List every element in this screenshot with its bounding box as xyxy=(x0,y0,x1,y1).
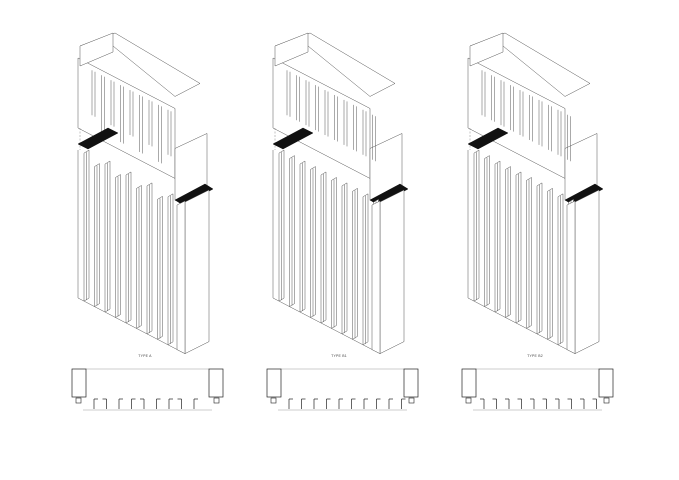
plan-section-2 xyxy=(266,368,419,411)
head-left-jamb xyxy=(79,32,114,67)
connection-plate-left xyxy=(77,127,119,150)
facade-panel-3 xyxy=(467,32,604,355)
body-end-fin xyxy=(176,200,186,355)
panel-label-type-a: TYPE A xyxy=(138,354,152,358)
facade-panel-2 xyxy=(272,32,409,355)
plan-section-1 xyxy=(71,368,224,411)
plan-bracket-right xyxy=(408,397,415,404)
connection-plate-left xyxy=(467,127,509,150)
panel-label-type-b2: TYPE B2 xyxy=(527,354,543,358)
head-left-jamb xyxy=(274,32,309,67)
body-right-side xyxy=(379,189,405,355)
plan-bracket-right xyxy=(213,397,220,404)
plan-column-right xyxy=(598,368,614,398)
plan-column-left xyxy=(266,368,282,398)
head-left-jamb xyxy=(469,32,504,67)
plan-column-left xyxy=(461,368,477,398)
body-right-side xyxy=(184,189,210,355)
body-base xyxy=(272,297,381,354)
plan-section-3 xyxy=(461,368,614,411)
body-right-side xyxy=(574,189,600,355)
body-end-fin xyxy=(566,200,576,355)
plan-bracket-right xyxy=(603,397,610,404)
body-base xyxy=(467,297,576,354)
plan-bracket-left xyxy=(75,397,82,404)
plan-bracket-left xyxy=(270,397,277,404)
body-end-fin xyxy=(371,200,381,355)
body-base xyxy=(77,297,186,354)
connection-plate-left xyxy=(272,127,314,150)
plan-column-right xyxy=(208,368,224,398)
facade-panel-1 xyxy=(77,32,214,355)
panel-label-type-b1: TYPE B1 xyxy=(331,354,347,358)
plan-column-right xyxy=(403,368,419,398)
plan-bracket-left xyxy=(465,397,472,404)
plan-column-left xyxy=(71,368,87,398)
